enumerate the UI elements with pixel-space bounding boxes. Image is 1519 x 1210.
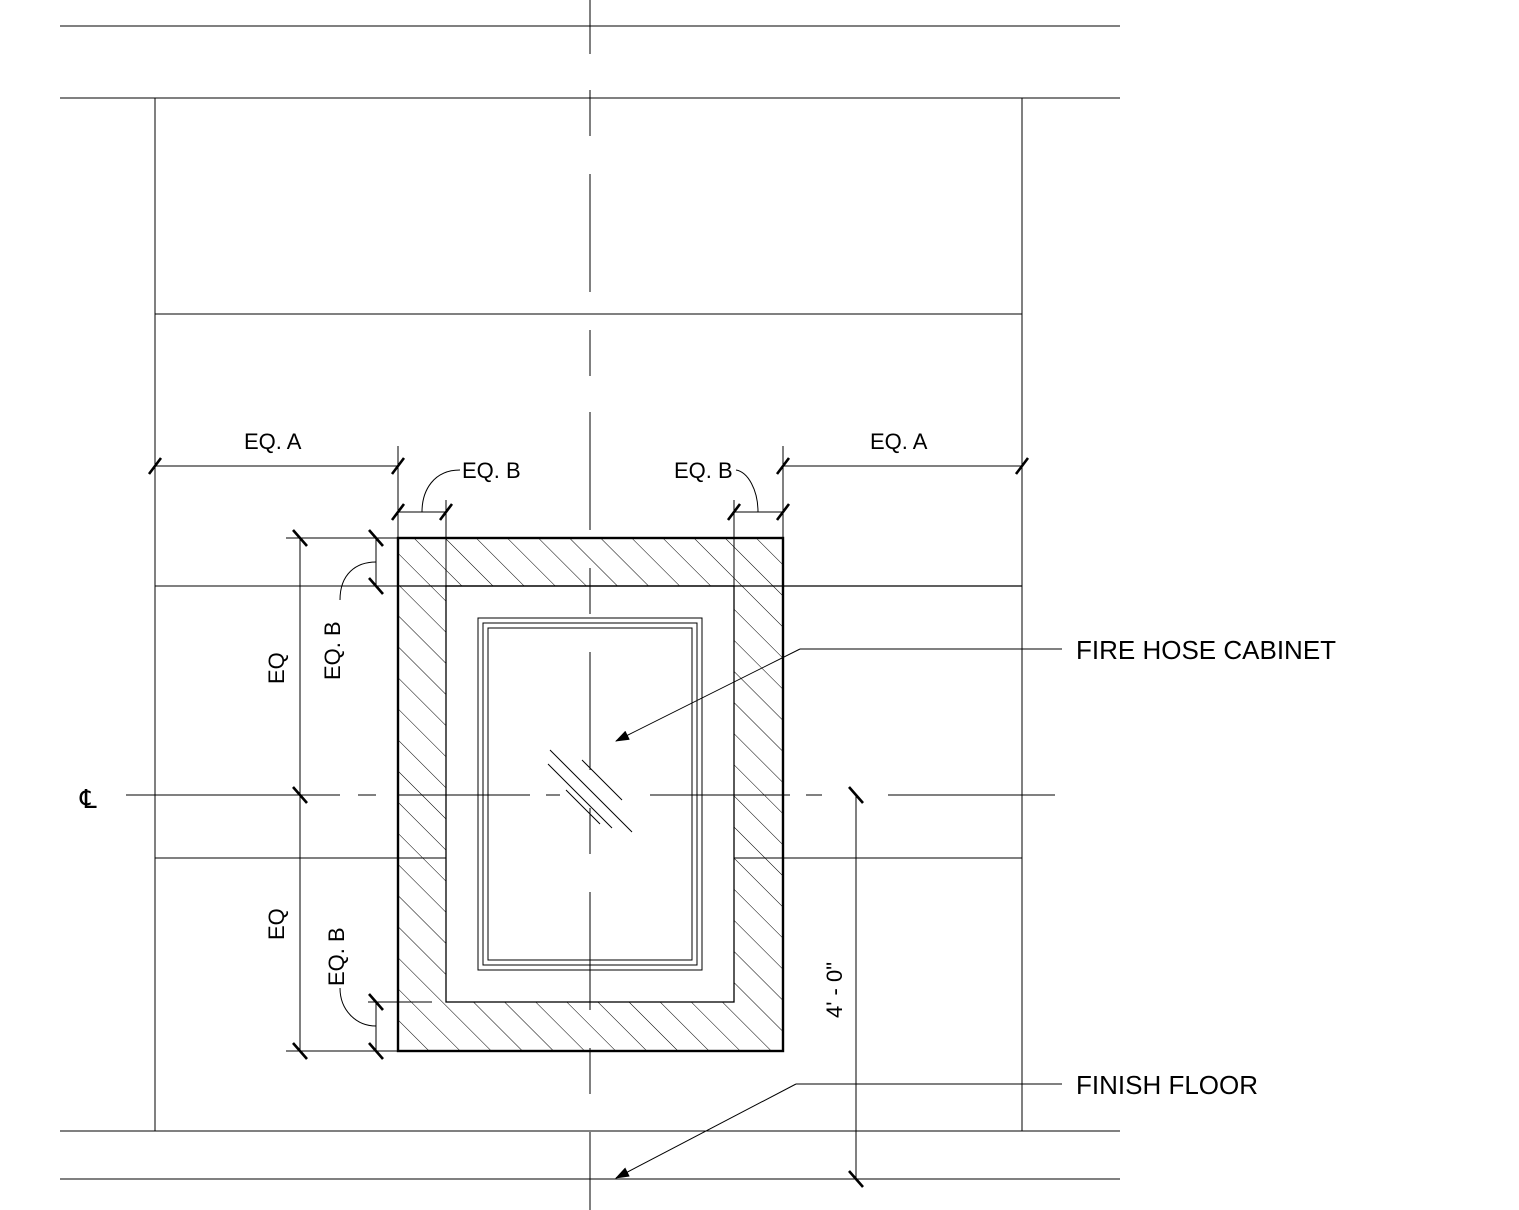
callout-finish-floor: FINISH FLOOR [615,1070,1258,1179]
height-dim-label: 4' - 0" [822,962,847,1018]
dim-eq-a-right: EQ. A [775,429,1030,538]
dim-eq-vertical: EQ EQ [264,529,398,1060]
fire-hose-cabinet-label: FIRE HOSE CABINET [1076,635,1336,665]
eq-b-top-left-label: EQ. B [462,458,521,483]
eq-b-side-upper-label: EQ. B [320,621,345,680]
cabinet-door-frame-1 [477,617,703,971]
dim-eq-b-side-lower: EQ. B [324,927,432,1060]
dim-eq-b-top-right: EQ. B [674,458,791,586]
eq-a-left-label: EQ. A [244,429,302,454]
eq-lower-label: EQ [264,908,289,940]
cabinet-outer-frame [396,536,785,1053]
fire-hose-cabinet [396,536,785,1053]
callout-fire-hose-cabinet: FIRE HOSE CABINET [615,635,1336,742]
eq-a-right-label: EQ. A [870,429,928,454]
dim-eq-a-left: EQ. A [147,429,406,538]
cabinet-inner-edge [445,585,735,1003]
cabinet-door-frame-3 [487,627,693,961]
dim-eq-b-top-left: EQ. B [390,458,521,586]
eq-b-side-lower-label: EQ. B [324,927,349,986]
cabinet-door-frame-2 [482,622,698,966]
wall-panel-edges [154,98,1023,1131]
dim-eq-b-side-upper: EQ. B [320,529,398,680]
centerline-symbol: ℄ [79,784,97,814]
hatched-surround [398,538,783,1051]
glass-indicator [547,749,633,833]
eq-b-top-right-label: EQ. B [674,458,733,483]
finish-floor-label: FINISH FLOOR [1076,1070,1258,1100]
eq-upper-label: EQ [264,652,289,684]
dim-height: 4' - 0" [822,786,864,1188]
